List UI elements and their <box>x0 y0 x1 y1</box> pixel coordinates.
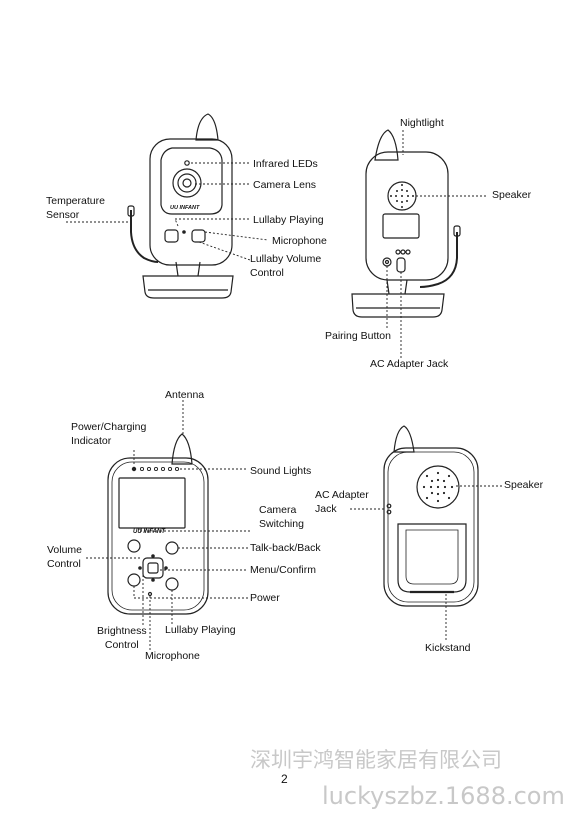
label-power: Power <box>250 592 280 604</box>
watermark-url: luckyszbz.1688.com <box>322 782 565 810</box>
label-menu-confirm: Menu/Confirm <box>250 564 316 576</box>
label-microphone-monitor: Microphone <box>145 650 200 662</box>
label-nightlight: Nightlight <box>400 117 444 129</box>
label-microphone-camera: Microphone <box>272 235 327 247</box>
label-camera-switching: Camera Switching <box>259 504 304 530</box>
label-ac-adapter-jack-camera: AC Adapter Jack <box>370 358 449 370</box>
label-kickstand: Kickstand <box>425 642 471 654</box>
camera-brand-text: UU INFANT <box>170 205 200 211</box>
label-speaker-monitor: Speaker <box>504 479 544 491</box>
label-antenna: Antenna <box>165 389 205 401</box>
label-lullaby-playing-camera: Lullaby Playing <box>253 214 324 226</box>
label-ac-adapter-jack-monitor: AC Adapter Jack <box>315 489 369 515</box>
label-brightness: Brightness Control <box>97 625 147 651</box>
page-number: 2 <box>281 772 288 786</box>
label-volume-control: Volume Control <box>47 544 83 570</box>
label-pairing-button: Pairing Button <box>325 330 391 342</box>
label-sound-lights: Sound Lights <box>250 465 312 477</box>
label-lullaby-volume: Lullaby Volume Control <box>250 253 322 279</box>
camera-back-illustration <box>351 129 488 358</box>
label-camera-lens: Camera Lens <box>253 179 317 191</box>
watermark-company: 深圳宇鸿智能家居有限公司 <box>250 748 502 772</box>
label-lullaby-playing-monitor: Lullaby Playing <box>165 624 236 636</box>
monitor-front-illustration <box>86 400 250 650</box>
label-speaker-camera: Speaker <box>492 189 532 201</box>
label-power-charging: Power/Charging Indicator <box>71 421 147 447</box>
monitor-back-illustration <box>350 425 502 640</box>
label-temperature-sensor: Temperature Sensor <box>46 195 105 221</box>
monitor-brand-text: UU INFANT <box>133 529 165 535</box>
camera-front-illustration <box>66 113 269 299</box>
label-talk-back: Talk-back/Back <box>250 542 321 554</box>
label-infrared-leds: Infrared LEDs <box>253 158 318 170</box>
